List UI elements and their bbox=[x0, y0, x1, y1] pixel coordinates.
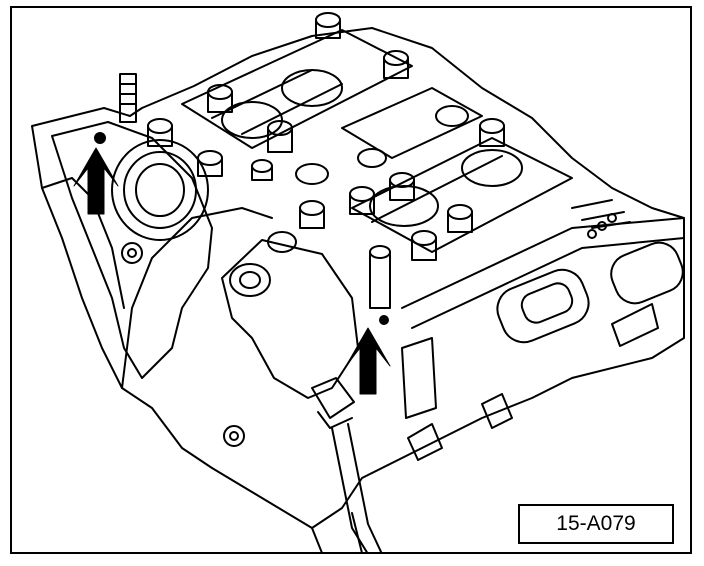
up-arrow-icon bbox=[73, 147, 119, 215]
breather-nipple bbox=[119, 73, 137, 123]
figure-frame bbox=[10, 6, 692, 554]
callout-arrow-left bbox=[73, 147, 119, 215]
up-arrow-icon bbox=[345, 327, 391, 395]
timing-cover bbox=[51, 121, 245, 447]
bearing-cap-bolts-front bbox=[299, 118, 505, 309]
guide-rail bbox=[331, 423, 383, 552]
figure-reference-label: 15-A079 bbox=[518, 504, 674, 544]
intake-flange bbox=[401, 199, 685, 461]
callout-arrow-center bbox=[345, 327, 391, 395]
camshaft-rear bbox=[181, 29, 413, 149]
camshaft-front bbox=[295, 87, 573, 253]
cylinder-head-illustration bbox=[31, 12, 685, 552]
figure-reference-code: 15-A079 bbox=[556, 512, 636, 535]
bearing-cap-bolts-rear bbox=[147, 12, 409, 181]
camshaft-seal-left bbox=[94, 132, 209, 241]
camshaft-adjuster bbox=[221, 231, 437, 429]
